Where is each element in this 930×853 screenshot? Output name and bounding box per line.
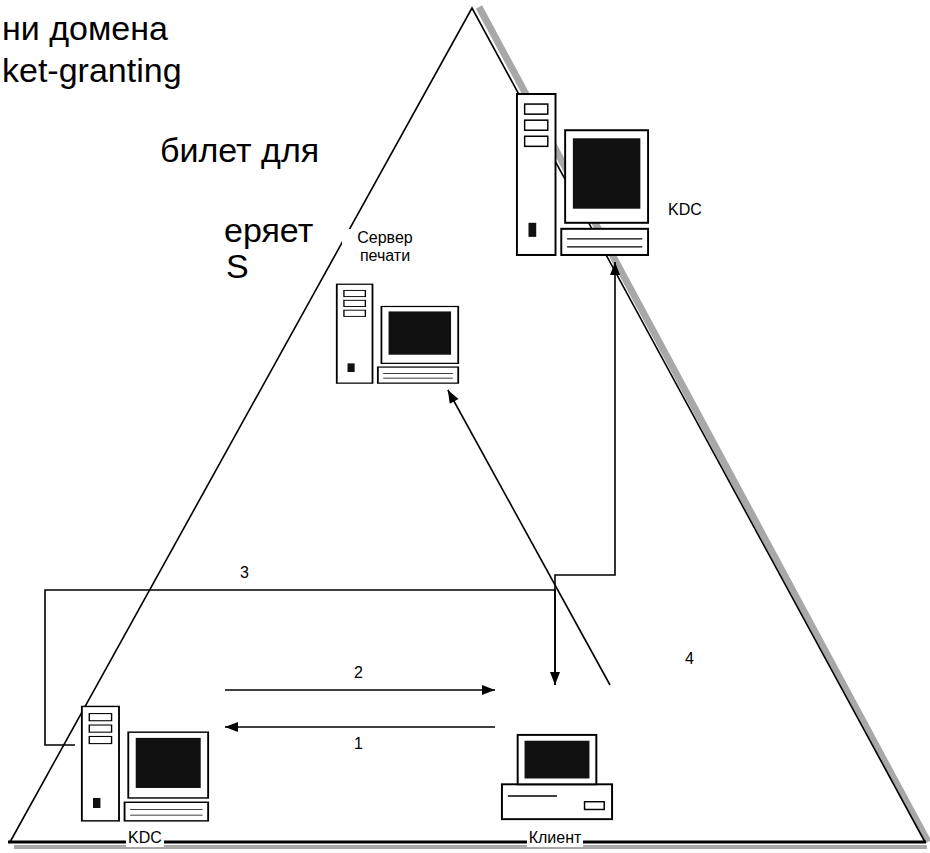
keyboard: [125, 802, 209, 821]
computer-case: [502, 784, 612, 819]
drive-bay: [89, 714, 111, 721]
power-button: [93, 798, 100, 808]
tower-case: [82, 706, 119, 820]
node-label: Клиент: [527, 829, 584, 847]
node-label: KDC: [666, 201, 704, 219]
keyboard-keys: [567, 238, 642, 239]
connector-line: [555, 262, 615, 685]
drive-slot: [508, 795, 557, 796]
triangle-shade: [479, 7, 928, 842]
arrow-connector: [225, 685, 495, 695]
node-label-holder: KDC: [666, 201, 714, 219]
arrowhead: [610, 262, 620, 275]
keyboard-keys: [383, 378, 453, 379]
drive-bay: [344, 310, 365, 316]
slide-text-fragment: билет для: [160, 130, 319, 170]
step-number: 2: [352, 664, 365, 682]
server-computer-icon: [335, 283, 460, 385]
tower-case: [337, 284, 373, 383]
monitor-screen: [136, 738, 201, 788]
drive-bay: [525, 120, 548, 130]
monitor-screen: [525, 741, 590, 779]
power-button: [348, 363, 355, 372]
server-computer-icon: [515, 92, 650, 258]
slide-text-fragment: еряет: [224, 210, 313, 250]
power-button: [529, 223, 537, 237]
arrow-connector: [225, 722, 495, 732]
step-number: 3: [238, 564, 251, 582]
arrow-connector: [555, 262, 620, 685]
computer-node: KDC: [75, 682, 225, 850]
node-label: Сервер печати: [342, 229, 428, 265]
monitor-frame: [128, 732, 208, 798]
arrow-connector: [45, 590, 560, 745]
arrowhead: [448, 390, 459, 404]
drive-bay: [585, 802, 605, 810]
node-label-holder: Сервер печати: [342, 229, 428, 265]
connector-line: [225, 689, 495, 691]
client-computer-icon: [498, 732, 616, 824]
monitor-frame: [381, 306, 458, 363]
arrow-connector: [448, 390, 610, 685]
keyboard-keys: [130, 815, 202, 816]
connector-line: [45, 590, 555, 745]
computer-node: Клиент: [495, 685, 625, 850]
slide-text-fragment: ket-granting: [2, 50, 182, 90]
triangle-outline: [10, 8, 925, 842]
node-label-holder: Клиент: [500, 829, 610, 847]
drive-bay: [89, 725, 111, 732]
arrowhead: [482, 685, 495, 695]
keyboard: [561, 229, 648, 255]
drive-bay: [344, 290, 365, 296]
drive-bay: [525, 104, 548, 114]
keyboard: [378, 367, 458, 383]
step-number: 1: [352, 735, 365, 753]
monitor-frame: [565, 130, 648, 223]
step-number: 4: [683, 650, 696, 668]
drive-bay: [525, 136, 548, 146]
computer-node: KDC: [510, 88, 715, 262]
keyboard-keys: [383, 373, 453, 374]
server-computer-icon: [80, 705, 210, 823]
connector-line: [448, 390, 610, 685]
tower-case: [517, 94, 556, 255]
connector-line: [225, 726, 495, 728]
drive-bay: [344, 300, 365, 306]
arrowhead: [225, 722, 238, 732]
slide-text-fragment: S: [226, 246, 249, 286]
node-label: KDC: [126, 829, 164, 847]
slide-text-fragment: ни домена: [2, 8, 168, 48]
monitor-frame: [518, 735, 597, 784]
monitor-screen: [389, 311, 451, 354]
keyboard-keys: [567, 246, 642, 247]
drive-bay: [89, 736, 111, 743]
computer-node: Сервер печати: [330, 225, 475, 390]
keyboard-keys: [130, 809, 202, 810]
monitor-screen: [573, 138, 641, 208]
node-label-holder: KDC: [95, 829, 195, 847]
